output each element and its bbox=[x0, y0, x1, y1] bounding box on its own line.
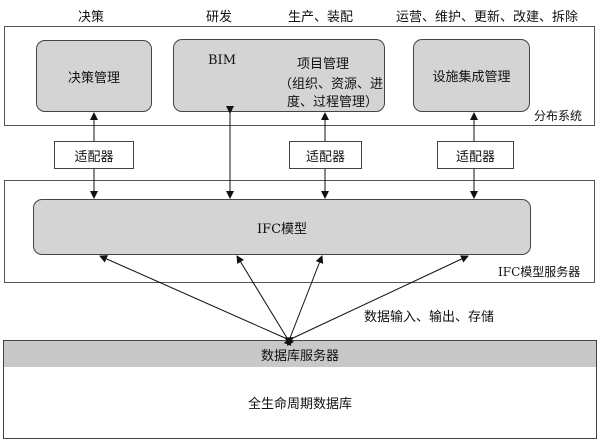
project-management-title: 项目管理 bbox=[297, 57, 350, 72]
ifc-model-text: IFC模型 bbox=[256, 221, 308, 237]
ifc-model-box: IFC模型 bbox=[33, 199, 531, 255]
ifc-server-label: IFC模型服务器 bbox=[498, 265, 581, 279]
decision-management-box: 决策管理 bbox=[36, 40, 152, 112]
arrow-fan-1 bbox=[99, 255, 294, 345]
label-decision: 决策 bbox=[78, 10, 105, 25]
project-management-box: BIM 项目管理 （组织、资源、进 度、过程管理） bbox=[173, 39, 385, 112]
label-rnd: 研发 bbox=[206, 10, 233, 25]
project-management-line2: （组织、资源、进 bbox=[279, 77, 384, 92]
adapter-decision: 适配器 bbox=[54, 141, 134, 169]
arrow-fan-2 bbox=[236, 255, 295, 347]
adapter-project-text: 适配器 bbox=[305, 149, 345, 165]
distributed-system-label: 分布系统 bbox=[534, 109, 583, 123]
arrow-fan-4 bbox=[284, 255, 469, 345]
bim-label: BIM bbox=[208, 53, 236, 68]
adapter-project: 适配器 bbox=[289, 141, 362, 169]
label-operation: 运营、维护、更新、改建、拆除 bbox=[396, 10, 579, 25]
decision-management-text: 决策管理 bbox=[67, 70, 120, 86]
adapter-facility-text: 适配器 bbox=[455, 149, 495, 165]
database-server-text: 数据库服务器 bbox=[260, 348, 339, 364]
arrow-fan-3 bbox=[283, 255, 324, 346]
adapter-decision-text: 适配器 bbox=[74, 149, 114, 165]
adapter-facility: 适配器 bbox=[437, 141, 514, 169]
facility-management-text: 设施集成管理 bbox=[432, 70, 511, 85]
label-production: 生产、装配 bbox=[288, 10, 354, 25]
lifecycle-database-panel: 全生命周期数据库 bbox=[3, 367, 597, 439]
lifecycle-database-text: 全生命周期数据库 bbox=[247, 397, 352, 412]
project-management-line3: 度、过程管理） bbox=[287, 95, 379, 110]
facility-management-box: 设施集成管理 bbox=[413, 39, 530, 112]
